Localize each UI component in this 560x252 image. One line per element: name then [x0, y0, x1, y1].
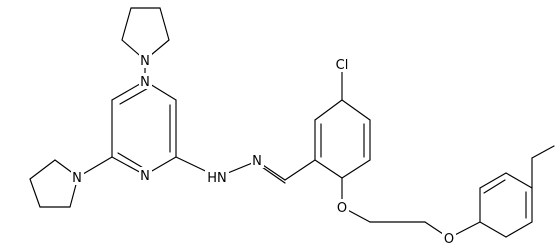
atom-label-o-aryl-ether: O — [337, 201, 347, 216]
atom-label-cl: Cl — [336, 58, 349, 73]
bond — [121, 7, 132, 41]
atom-label-n-pyrrolidine-left: N — [72, 171, 82, 186]
bond — [119, 86, 151, 105]
atom-label-hn-hydrazone: HN — [207, 171, 227, 186]
ether-chain — [341, 177, 481, 239]
bond — [284, 159, 316, 181]
atom-label-n-pyrrolidine-top: N — [140, 54, 150, 69]
label-bg — [139, 73, 152, 89]
bond — [314, 99, 343, 121]
bond — [29, 159, 56, 180]
atom-label-n-pyrimidine-upper: N — [140, 75, 150, 90]
label-bg — [205, 169, 229, 185]
atom-label-n-pyrimidine-lower: N — [140, 169, 150, 184]
label-bg — [335, 199, 349, 215]
hydrazone-linker — [175, 156, 286, 184]
bond — [261, 166, 286, 184]
tolyl-ring — [479, 145, 555, 238]
bond — [159, 7, 170, 41]
pyrimidine-ring — [77, 59, 177, 178]
bond — [117, 152, 146, 170]
bond — [479, 172, 507, 189]
label-bg — [333, 56, 352, 72]
bond — [531, 145, 555, 159]
pyrrolidine-ring-left — [29, 159, 79, 208]
label-bg — [139, 167, 152, 183]
bond — [341, 159, 371, 179]
bond — [341, 99, 371, 121]
pyrrolidine-ring-top — [121, 7, 170, 61]
bond — [505, 172, 533, 189]
label-bg — [139, 52, 152, 68]
atom-labels: N N N N HN N Cl O O — [71, 52, 456, 247]
label-bg — [251, 152, 264, 168]
bond — [29, 178, 41, 208]
label-bg — [71, 169, 84, 185]
bond — [483, 179, 506, 194]
atom-label-n-hydrazone: N — [252, 154, 262, 169]
chlorophenyl-ring — [284, 71, 371, 181]
bond — [479, 221, 507, 238]
bond — [314, 159, 343, 179]
atom-label-o-tolyl-ether: O — [444, 232, 454, 247]
label-bg — [442, 230, 456, 246]
bond — [505, 221, 533, 238]
